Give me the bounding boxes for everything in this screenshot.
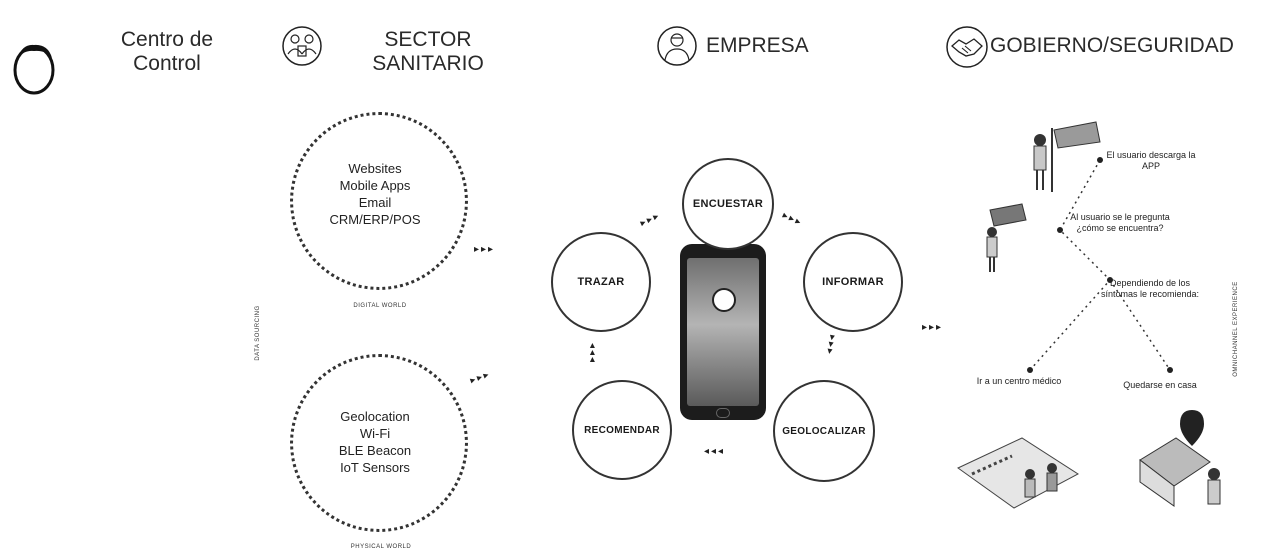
digital-item: Websites: [348, 161, 402, 176]
phone-home-button: [716, 408, 730, 418]
arrow-encuestar-to-informar: ▸▸▸: [780, 210, 805, 229]
empresa-label: EMPRESA: [706, 34, 809, 57]
control-center-label: Centro de Control: [120, 28, 214, 75]
flow-step-download: El usuario descarga la APP: [1106, 150, 1196, 171]
flow-connectors: [1027, 157, 1173, 373]
arrow-informar-to-geolocalizar: ▸▸▸: [823, 334, 838, 357]
digital-item: Email: [358, 195, 392, 210]
phone-logo-icon: [712, 288, 736, 312]
medical-group-icon: [282, 26, 322, 66]
node-geolocalizar: GEOLOCALIZAR: [773, 380, 875, 482]
gobierno-label: GOBIERNO/SEGURIDAD: [990, 34, 1234, 57]
arrow-cycle-to-experience: ▸▸▸: [922, 322, 944, 333]
flow-option-stay-home: Quedarse en casa: [1123, 380, 1197, 390]
arrow-physical-to-cycle: ▸▸▸: [468, 368, 493, 387]
physical-item: BLE Beacon: [338, 443, 412, 458]
stay-home-illustration: [1139, 410, 1221, 507]
physical-item: Wi-Fi: [359, 426, 391, 441]
physical-world-circle: [290, 354, 468, 532]
digital-world-label: DIGITAL WORLD: [353, 303, 407, 309]
sector-label: SECTOR SANITARIO: [372, 28, 484, 75]
physical-items: Geolocation Wi-Fi BLE Beacon IoT Sensors: [310, 408, 440, 476]
digital-item: CRM/ERP/POS: [329, 212, 421, 227]
node-informar: INFORMAR: [803, 232, 903, 332]
node-trazar: TRAZAR: [551, 232, 651, 332]
physical-item: IoT Sensors: [340, 460, 410, 475]
phone-screen: [687, 258, 759, 406]
doctor-icon: [657, 26, 697, 66]
digital-item: Mobile Apps: [339, 178, 411, 193]
arrow-trazar-to-encuestar: ▸▸▸: [638, 210, 663, 229]
handshake-icon: [946, 26, 988, 68]
medical-center-illustration: [957, 437, 1079, 509]
physical-item: Geolocation: [340, 409, 410, 424]
flow-step-recommend: Dependiendo de los síntomas le recomiend…: [1100, 278, 1200, 299]
node-encuestar: ENCUESTAR: [682, 158, 774, 250]
person-with-phone-illustration: [986, 203, 1027, 272]
flow-step-question: Al usuario se le pregunta ¿cómo se encue…: [1070, 212, 1170, 233]
flow-option-medical-center: Ir a un centro médico: [976, 376, 1062, 386]
arrow-digital-to-cycle: ▸▸▸: [474, 244, 496, 255]
node-recomendar: RECOMENDAR: [572, 380, 672, 480]
omnichannel-label: OMNICHANNEL EXPERIENCE: [1233, 281, 1239, 377]
physical-world-label: PHYSICAL WORLD: [350, 544, 412, 550]
person-head-icon: [13, 44, 55, 95]
arrow-recomendar-to-trazar: ▸▸▸: [587, 340, 599, 363]
smartphone-image: [680, 244, 766, 420]
digital-items: Websites Mobile Apps Email CRM/ERP/POS: [310, 160, 440, 228]
digital-world-circle: [290, 112, 468, 290]
data-sourcing-label: DATA SOURCING: [255, 305, 261, 361]
person-with-flag-illustration: [1033, 121, 1101, 192]
arrow-geolocalizar-to-recomendar: ◂◂◂: [704, 446, 726, 457]
